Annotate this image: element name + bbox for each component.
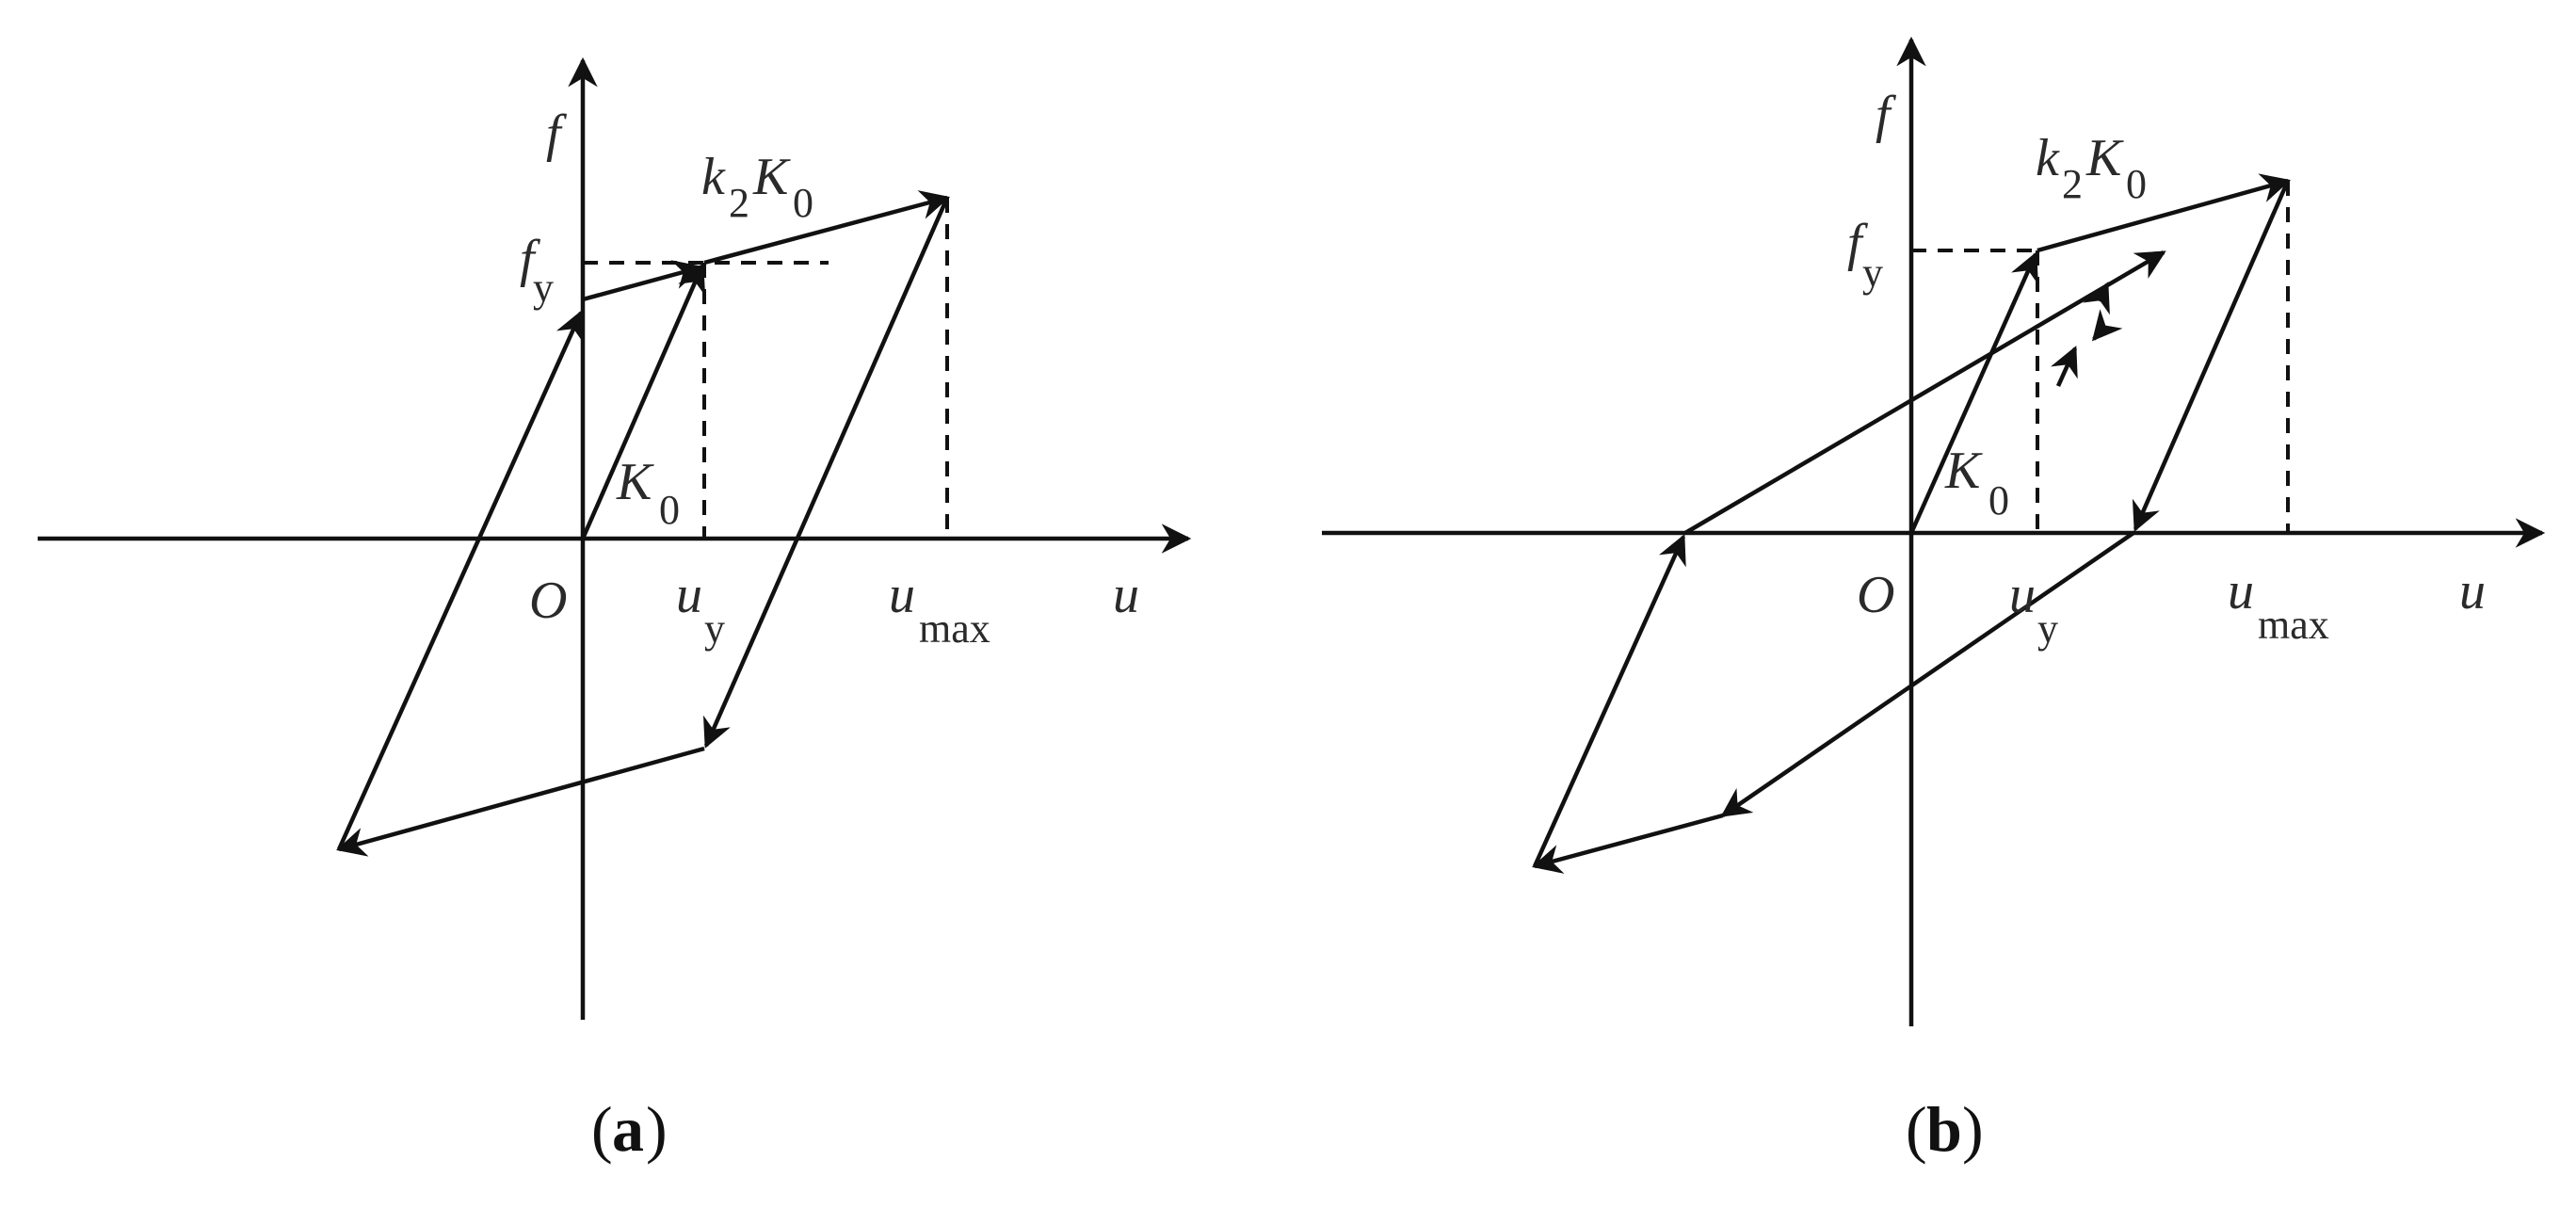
svg-text:K: K xyxy=(616,453,654,511)
segment-unloading xyxy=(702,197,950,749)
svg-text:0: 0 xyxy=(793,180,813,226)
segment-reloading-to-peak xyxy=(1683,250,2166,535)
svg-text:max: max xyxy=(919,605,990,652)
inner-arrow-down xyxy=(2091,309,2123,342)
K0-label: K 0 xyxy=(1944,442,2009,524)
svg-text:k: k xyxy=(2036,129,2060,187)
svg-text:2: 2 xyxy=(729,180,749,226)
svg-text:(: ( xyxy=(1906,1093,1927,1165)
svg-text:y: y xyxy=(533,265,554,311)
k2K0-label: k 2 K 0 xyxy=(701,148,813,226)
origin-label: O xyxy=(529,572,567,630)
origin-label: O xyxy=(1857,566,1894,624)
inner-arrow-up-2 xyxy=(2083,282,2110,315)
svg-text:u: u xyxy=(2228,562,2254,621)
panel-a: f f y k 2 K 0 K 0 O u y u max u ( a ) xyxy=(38,56,1192,1165)
svg-text:K: K xyxy=(1944,442,1983,500)
segment-negative-hardening xyxy=(1531,813,1724,874)
svg-text:0: 0 xyxy=(1988,477,2009,524)
segment-unloading xyxy=(2132,180,2291,532)
svg-text:0: 0 xyxy=(659,487,680,533)
umax-label: u max xyxy=(2228,562,2329,648)
svg-text:2: 2 xyxy=(2062,161,2083,207)
caption-b: ( b ) xyxy=(1906,1093,1984,1165)
segment-reloading xyxy=(1532,534,1686,867)
segment-initial-elastic xyxy=(1908,251,2038,534)
svg-text:y: y xyxy=(1862,250,1883,296)
svg-text:(: ( xyxy=(591,1093,613,1165)
f-axis-label: f xyxy=(546,105,568,163)
svg-text:): ) xyxy=(646,1093,668,1165)
umax-label: u max xyxy=(889,566,990,652)
segment-hardening xyxy=(2037,173,2292,253)
uy-label: u y xyxy=(2009,566,2058,652)
uy-label: u y xyxy=(676,566,725,652)
svg-text:max: max xyxy=(2258,602,2329,648)
svg-text:k: k xyxy=(701,148,726,206)
f-axis-label: f xyxy=(1876,86,1897,144)
u-axis-label: u xyxy=(2459,562,2486,621)
u-axis-label: u xyxy=(1113,566,1139,624)
fy-label: f y xyxy=(520,230,554,311)
svg-text:0: 0 xyxy=(2126,161,2147,207)
svg-text:u: u xyxy=(889,566,915,624)
fy-label: f y xyxy=(1847,214,1883,296)
svg-text:a: a xyxy=(612,1093,644,1165)
inner-arrow-up xyxy=(2051,346,2078,387)
segment-negative-hardening xyxy=(335,746,705,857)
svg-text:u: u xyxy=(2009,566,2036,624)
svg-text:K: K xyxy=(2085,129,2124,187)
caption-a: ( a ) xyxy=(591,1093,668,1165)
svg-text:b: b xyxy=(1926,1093,1962,1165)
segment-hardening xyxy=(703,190,951,266)
svg-text:y: y xyxy=(2037,605,2058,652)
svg-text:): ) xyxy=(1962,1093,1984,1165)
segment-unloading-continued xyxy=(1720,531,2135,817)
k2K0-label: k 2 K 0 xyxy=(2036,129,2147,207)
svg-text:K: K xyxy=(752,148,791,206)
panel-b: f f y k 2 K 0 K 0 O u y u max u ( b ) xyxy=(1322,36,2546,1165)
segment-reloading xyxy=(336,310,584,850)
segment-reloaded-hardening xyxy=(582,260,704,302)
segment-initial-elastic xyxy=(580,263,706,540)
svg-text:y: y xyxy=(704,605,725,652)
K0-label: K 0 xyxy=(616,453,680,533)
svg-text:u: u xyxy=(676,566,702,624)
